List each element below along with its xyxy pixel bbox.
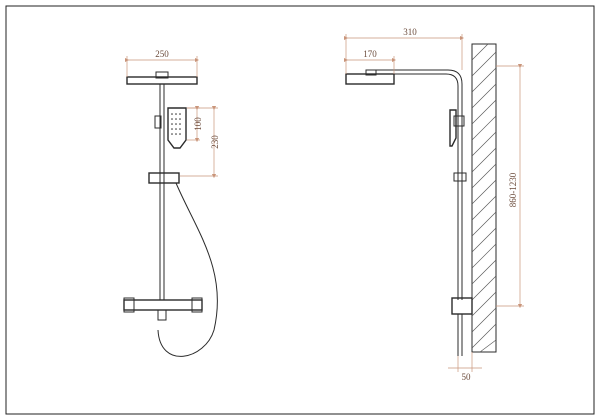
hand-shower-nozzles xyxy=(171,113,181,135)
dim-label-total-projection: 310 xyxy=(403,27,417,37)
holder-clip xyxy=(154,115,162,129)
mixer-handle-right xyxy=(191,297,203,313)
hand-shower xyxy=(167,107,187,149)
shower-arm-inner xyxy=(376,73,459,300)
side-view: 310 170 860-1230 50 xyxy=(343,27,524,382)
mixer-handle-left xyxy=(123,297,135,313)
drawing-frame xyxy=(5,5,595,415)
head-connector xyxy=(155,71,169,79)
dim-label-handshower-height: 100 xyxy=(193,117,203,131)
side-mixer xyxy=(451,297,473,315)
slider-bracket xyxy=(148,172,180,184)
wall xyxy=(471,43,497,353)
dim-label-wall-offset: 50 xyxy=(462,372,472,382)
side-hand-shower xyxy=(449,109,457,147)
dim-label-head-depth: 170 xyxy=(363,49,377,59)
rain-shower-head xyxy=(126,76,198,85)
shower-hose xyxy=(157,182,218,357)
side-slider xyxy=(453,172,467,182)
thermostatic-mixer xyxy=(123,299,203,311)
side-holder xyxy=(453,115,465,127)
front-view: 250 100 230 xyxy=(123,49,220,357)
side-head-connector xyxy=(365,69,377,76)
mixer-outlet xyxy=(157,309,167,321)
dim-label-height-range: 860-1230 xyxy=(508,172,518,207)
dim-label-head-width: 250 xyxy=(155,49,169,59)
side-rain-head xyxy=(345,73,395,85)
dim-label-handshower-to-slider: 230 xyxy=(210,135,220,149)
wall-hatching xyxy=(471,43,497,353)
shower-arm-outer xyxy=(376,69,463,300)
